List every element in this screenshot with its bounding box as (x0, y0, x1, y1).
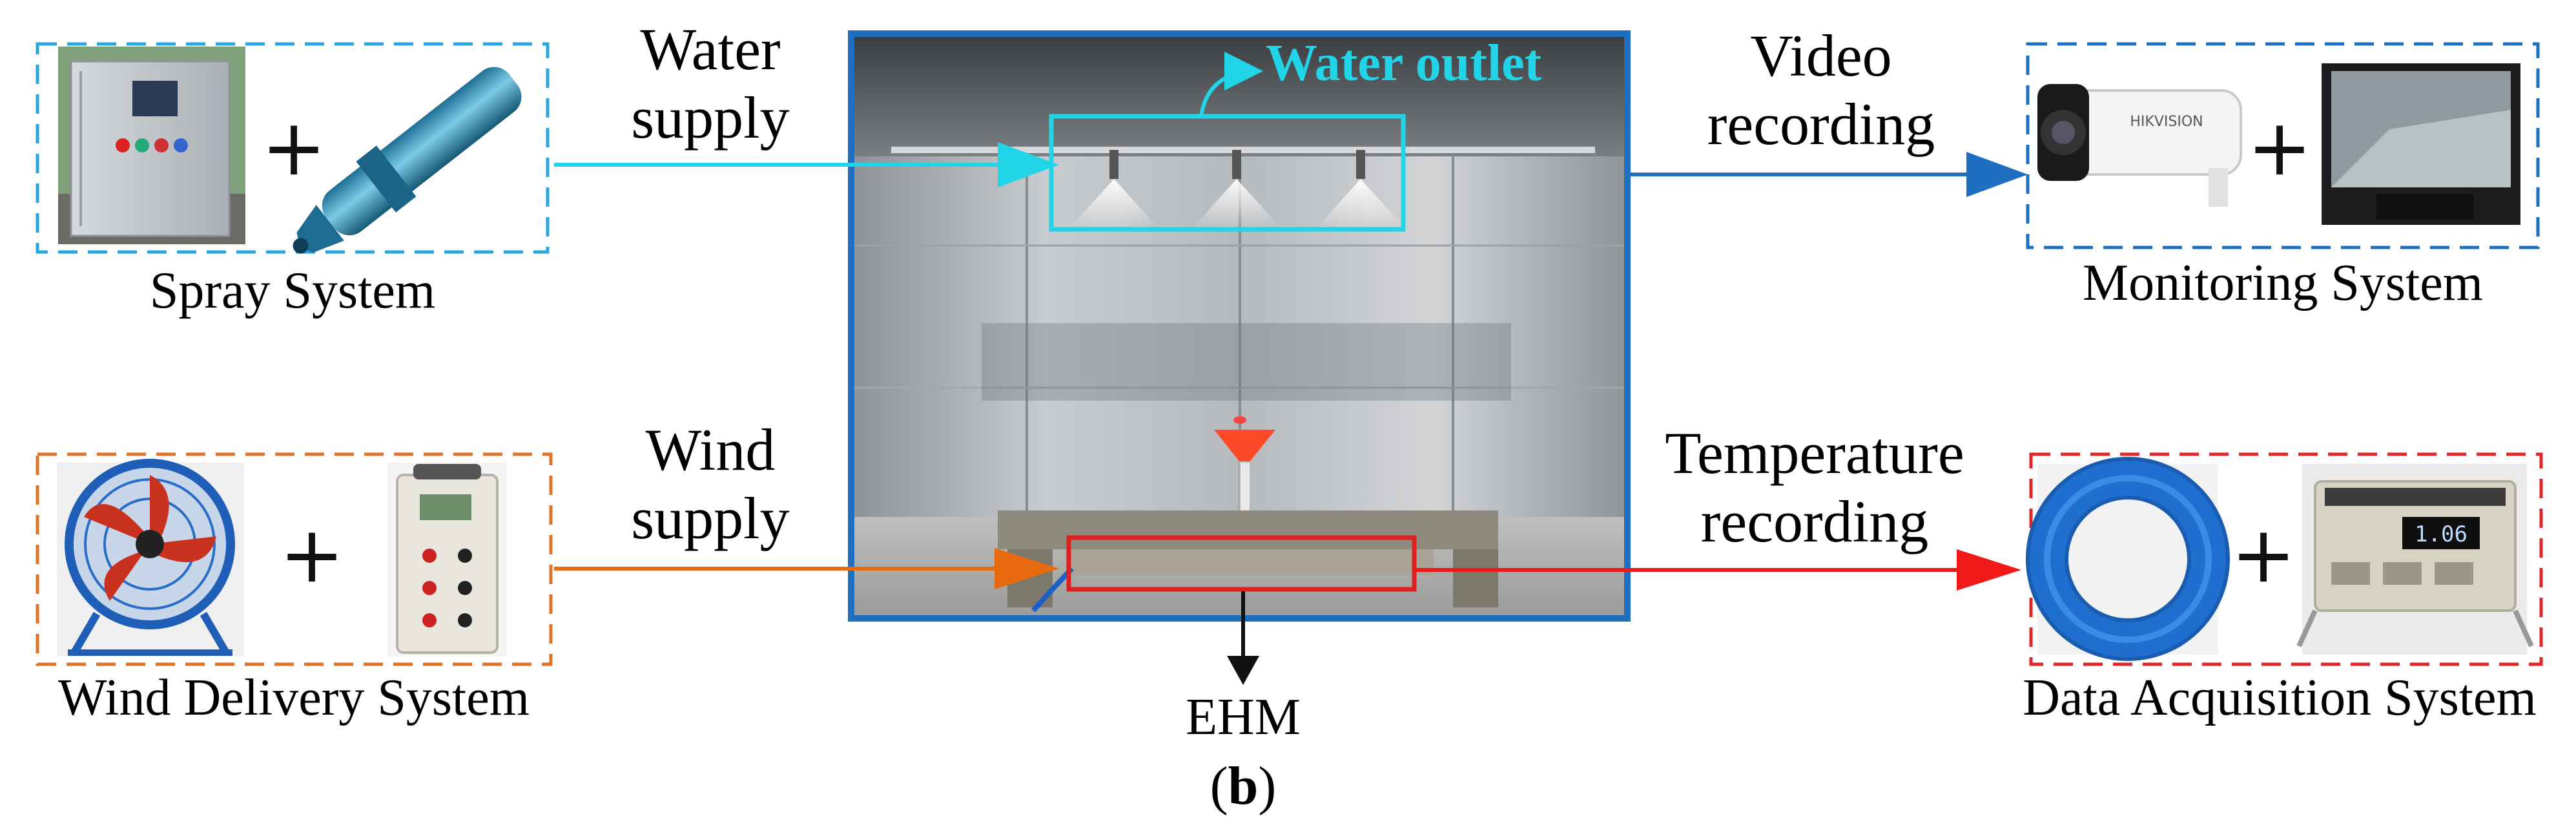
water-supply-label: Water supply (610, 19, 810, 147)
spray-system-box (36, 42, 550, 254)
ehm-label: EHM (1186, 689, 1301, 746)
monitoring-system-group: HIKVISION + (2026, 42, 2540, 249)
ehm-arrowhead (1227, 656, 1259, 685)
voltage-regulator-image (387, 463, 507, 656)
thermocouple-cable-image (2026, 457, 2230, 661)
monitoring-system-caption: Monitoring System (2082, 255, 2484, 311)
video-recording-label: Video recording (1698, 26, 1944, 154)
wind-supply-label: Wind supply (610, 420, 810, 548)
data-acquisition-system-group: + 1.06 (2026, 452, 2543, 666)
panel-label-letter: b (1228, 756, 1259, 816)
plus-sign: + (2231, 510, 2296, 600)
plus-sign: + (280, 510, 345, 600)
water-supply-line2: supply (631, 85, 790, 151)
temperature-recording-label: Temperature recording (1640, 423, 1989, 551)
wind-supply-line2: supply (631, 485, 790, 551)
temperature-recording-line1: Temperature (1665, 420, 1964, 486)
water-supply-arrowhead (998, 142, 1059, 187)
wind-delivery-system-box (36, 452, 553, 666)
test-chamber-photo (851, 34, 1627, 618)
camera-brand: HIKVISION (2130, 114, 2203, 130)
plus-sign: + (2247, 103, 2313, 193)
water-outlet-label: Water outlet (1266, 35, 1542, 92)
chiller-unit-image (58, 47, 245, 244)
spray-system-group: + (36, 42, 550, 254)
water-outlet-box (1049, 114, 1406, 232)
video-recording-line1: Video (1750, 23, 1892, 89)
plus-sign: + (262, 103, 327, 193)
data-logger-image: 1.06 (2296, 464, 2534, 655)
panel-label-close: ) (1258, 756, 1277, 816)
panel-label: (b) (1162, 759, 1324, 814)
wind-supply-arrowhead (994, 548, 1059, 589)
temperature-recording-line2: recording (1700, 488, 1929, 554)
ehm-box (1066, 535, 1417, 592)
monitor-image (2322, 63, 2520, 225)
concrete-bench (998, 510, 1498, 607)
spray-system-caption: Spray System (149, 262, 436, 319)
spray-nozzles (1066, 150, 1409, 233)
data-acquisition-system-box (2029, 452, 2543, 666)
logger-reading: 1.06 (2415, 521, 2468, 547)
water-supply-line1: Water (640, 16, 781, 82)
spray-nozzle-image (293, 67, 522, 254)
wind-delivery-system-group: + (36, 452, 553, 666)
data-acquisition-system-caption: Data Acquisition System (2023, 669, 2537, 726)
water-outlet-pointer (1199, 52, 1263, 117)
fan-image (57, 459, 244, 656)
video-recording-line2: recording (1707, 91, 1935, 157)
chamber-frame (848, 30, 1631, 622)
wind-delivery-system-caption: Wind Delivery System (58, 669, 530, 726)
wind-supply-line1: Wind (645, 417, 776, 483)
monitoring-system-box (2026, 42, 2540, 249)
temperature-recording-arrowhead (1957, 549, 2021, 591)
video-recording-arrowhead (1966, 152, 2028, 197)
panel-label-open: ( (1210, 756, 1228, 816)
camera-image: HIKVISION (2037, 84, 2242, 207)
